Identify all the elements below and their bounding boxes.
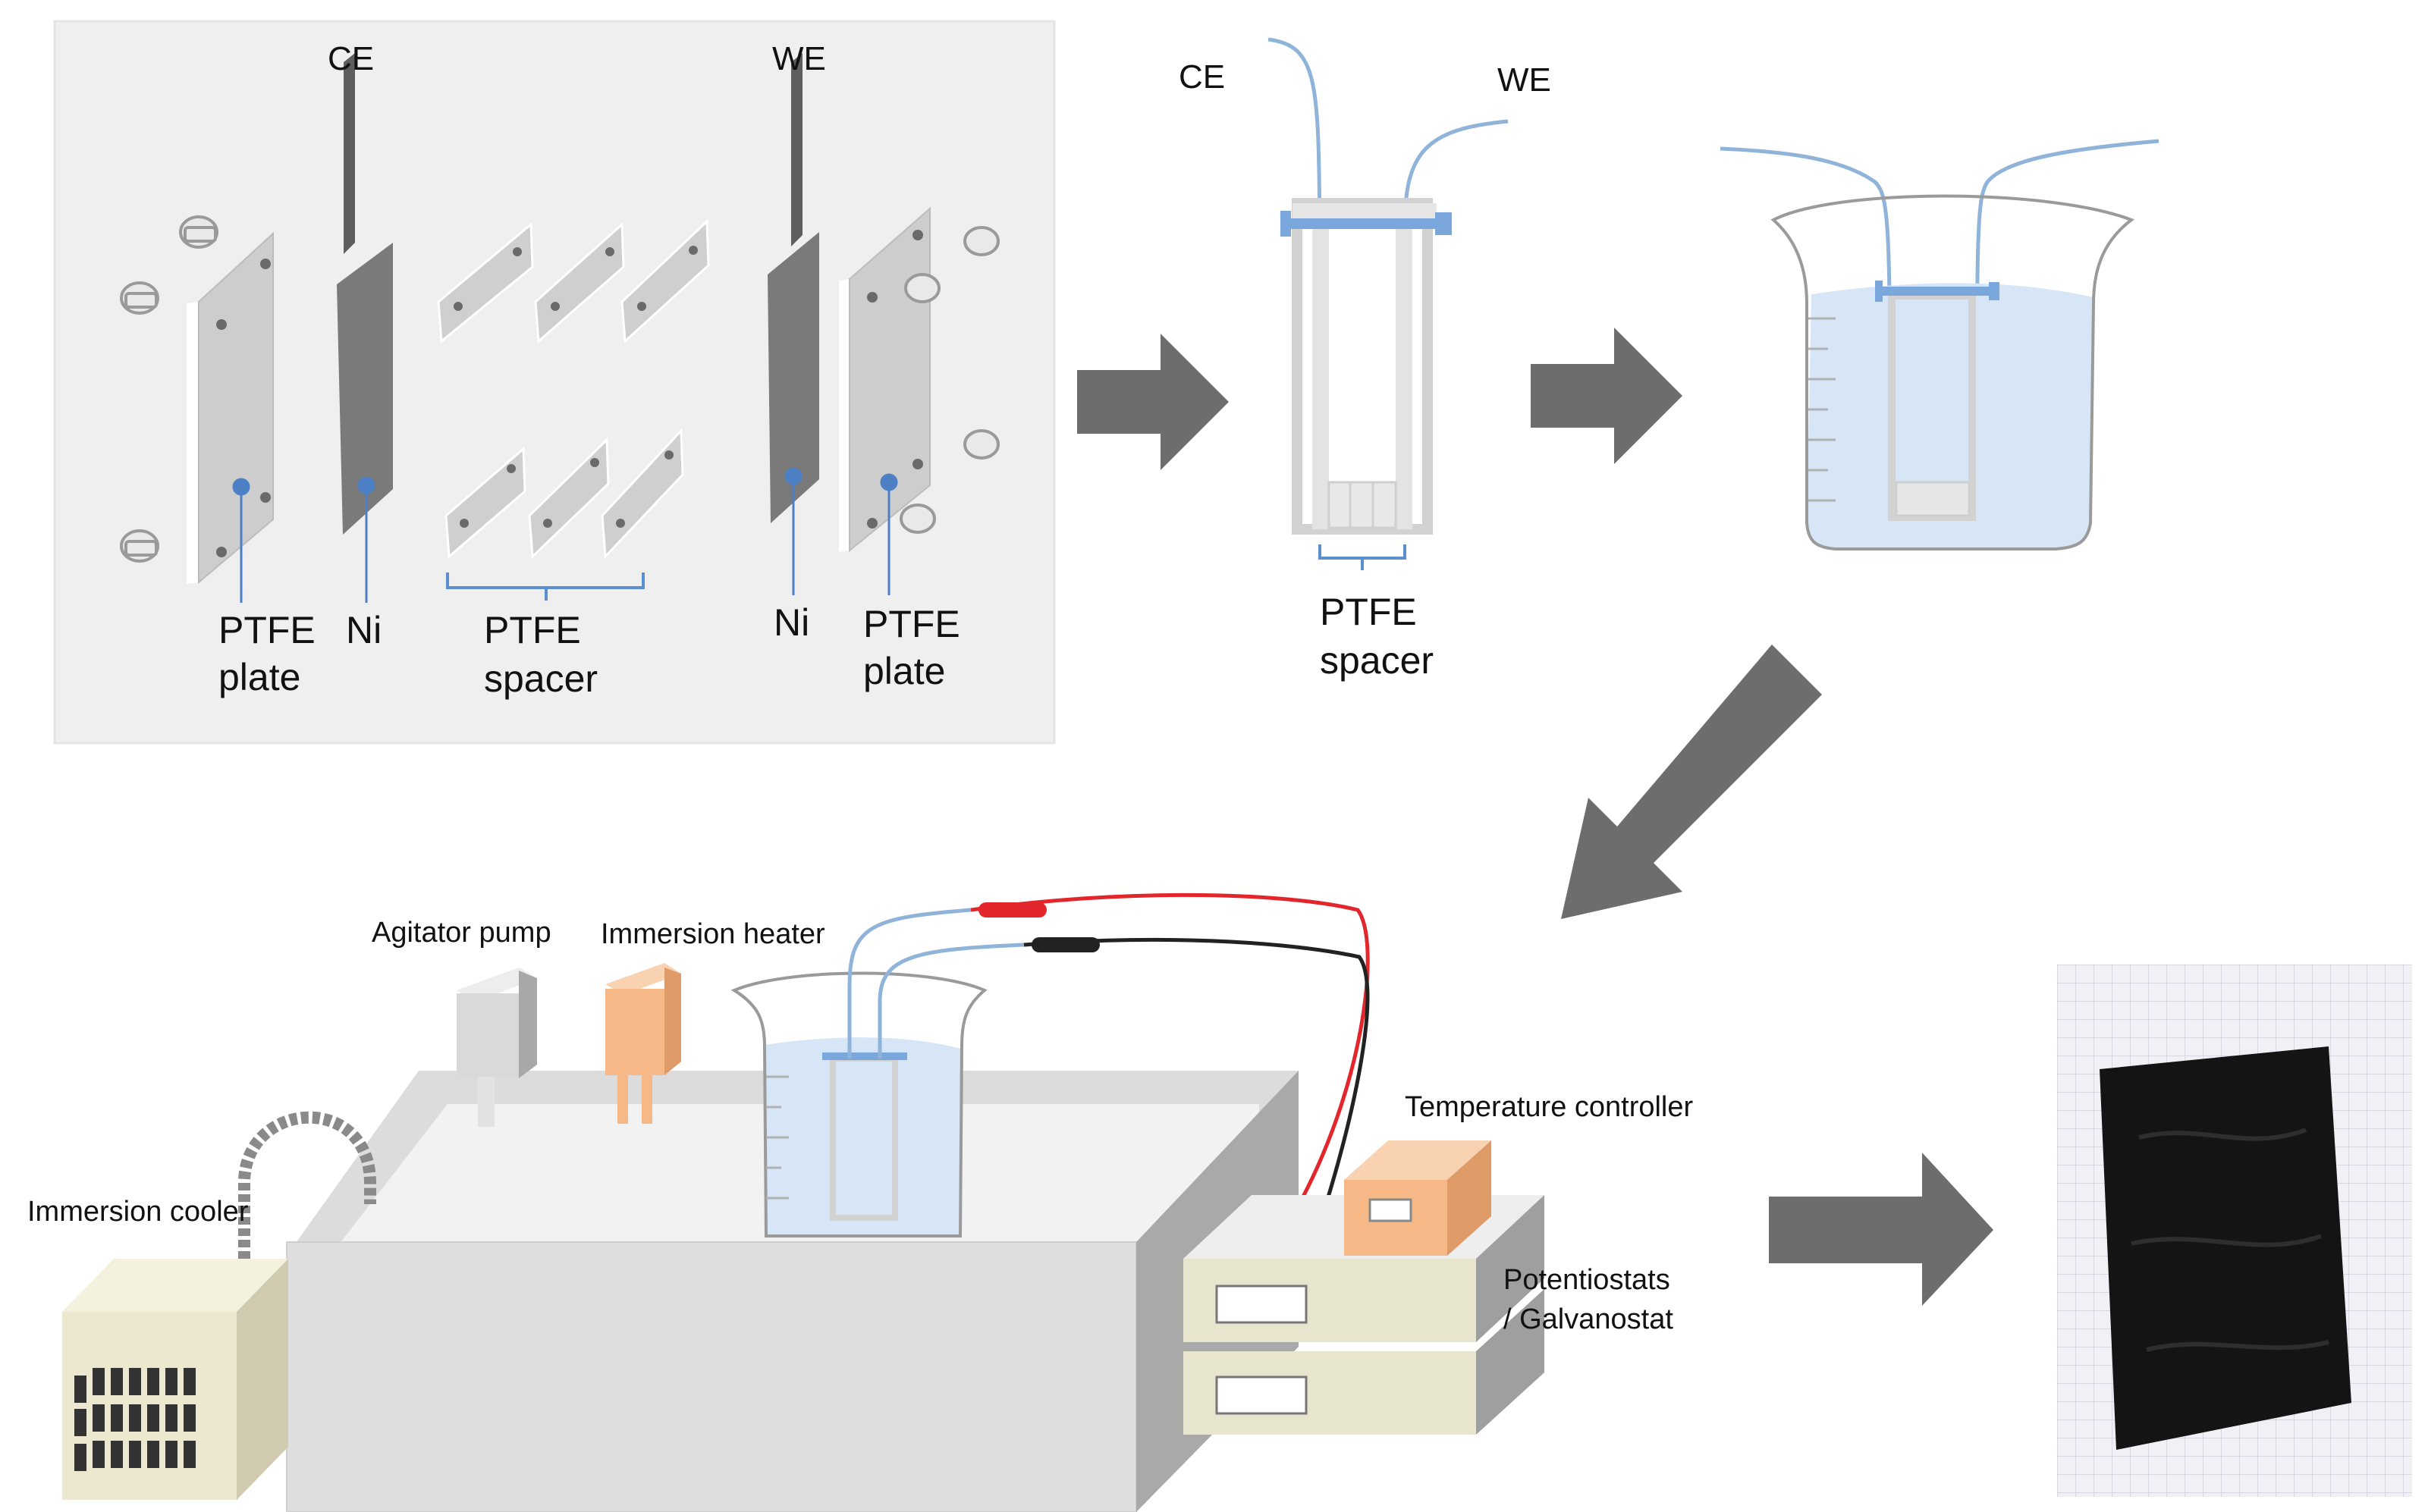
immersion-heater-label: Immersion heater xyxy=(601,918,825,950)
potentiostat-label-line1: Potentiostats xyxy=(1503,1264,1670,1296)
deposited-film xyxy=(2100,1046,2351,1450)
arrow-icon xyxy=(1531,328,1682,464)
setup-panel: Agitator pump Immersion heater Temperatu… xyxy=(27,892,1694,1512)
exploded-cell-panel: CE WE PTFE plate Ni PTFE spacer Ni PTFE … xyxy=(53,20,1056,745)
screw-icon xyxy=(900,226,1000,534)
ptfe-spacer-label-line2: spacer xyxy=(484,657,598,700)
we-label-assembled: WE xyxy=(1497,61,1551,99)
agitator-pump-label: Agitator pump xyxy=(372,917,551,949)
immersion-cooler xyxy=(62,1111,376,1500)
bath-beaker xyxy=(730,971,988,1238)
ce-label-exploded: CE xyxy=(328,40,374,77)
agitator-pump xyxy=(457,968,537,1127)
immersion-cooler-label: Immersion cooler xyxy=(27,1196,249,1228)
clamp-bar xyxy=(1282,218,1446,229)
arrow-icon xyxy=(1077,334,1229,470)
label-leader-lines xyxy=(232,467,898,603)
ni-left-label: Ni xyxy=(346,609,382,651)
ptfe-plate-right-label-line1: PTFE xyxy=(863,603,960,645)
screw-icon xyxy=(120,215,218,563)
ptfe-spacer-group-top xyxy=(437,218,710,344)
black-lead xyxy=(1023,937,1370,1200)
ni-electrode-left xyxy=(337,53,393,535)
ni-right-label: Ni xyxy=(774,601,809,644)
assembled-spacer-label-line1: PTFE xyxy=(1320,591,1417,633)
assembled-spacer-label-line2: spacer xyxy=(1320,639,1434,682)
ptfe-plate-right-label-line2: plate xyxy=(863,650,945,692)
red-lead xyxy=(970,892,1370,1198)
temperature-controller xyxy=(1344,1140,1491,1256)
sample-photo xyxy=(2057,965,2412,1497)
temperature-controller-label: Temperature controller xyxy=(1405,1091,1694,1123)
immersion-heater xyxy=(605,963,681,1124)
ptfe-spacer-group-bottom xyxy=(444,428,684,560)
assembled-cell: CE WE PTFE spacer xyxy=(1179,37,1551,682)
ptfe-plate-left-label-line1: PTFE xyxy=(218,609,316,651)
ce-label-assembled: CE xyxy=(1179,58,1225,96)
potentiostat-stack xyxy=(1183,1195,1544,1435)
spacer-bracket xyxy=(446,572,645,601)
arrow-icon xyxy=(1561,645,1822,919)
ptfe-spacer-label-line1: PTFE xyxy=(484,609,581,651)
arrow-icon xyxy=(1769,1153,1993,1306)
potentiostat-label-line2: / Galvanostat xyxy=(1503,1303,1673,1335)
we-label-exploded: WE xyxy=(772,40,826,77)
ptfe-plate-left-label-line2: plate xyxy=(218,656,300,698)
ni-electrode-right xyxy=(768,53,819,523)
ptfe-plate-left xyxy=(187,231,274,585)
beaker-with-cell xyxy=(1720,139,2159,551)
